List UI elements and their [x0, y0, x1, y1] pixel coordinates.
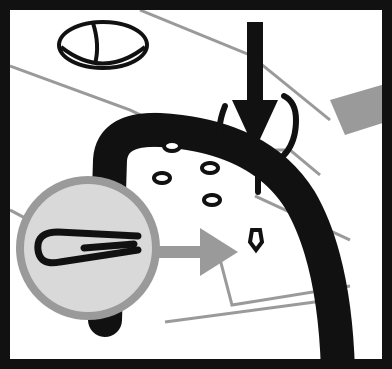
pin — [154, 173, 170, 183]
pin — [250, 230, 262, 250]
pin — [202, 163, 218, 173]
pin — [204, 195, 220, 205]
magnified-callout-circle-icon — [20, 180, 156, 316]
pin — [164, 141, 180, 151]
round-cap-icon — [59, 22, 147, 68]
